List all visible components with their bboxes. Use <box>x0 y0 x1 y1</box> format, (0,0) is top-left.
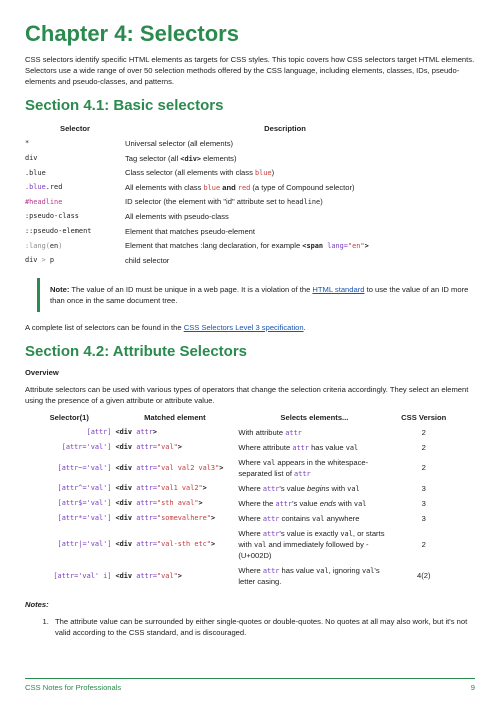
description-cell: Tag selector (all <div> elements) <box>125 153 237 163</box>
description-cell: child selector <box>125 255 170 265</box>
html-standard-link[interactable]: HTML standard <box>312 284 365 294</box>
selector-cell: .blue.red <box>25 183 63 192</box>
matched-element-header: Matched element <box>144 412 206 422</box>
note-label: Note: <box>50 284 70 294</box>
selector-cell: * <box>25 139 30 148</box>
table-row: div Tag selector (all <div> elements) <box>25 151 445 166</box>
selects-elements-header: Selects elements... <box>280 412 349 422</box>
selector-header: Selector <box>60 124 90 134</box>
complete-list-paragraph: A complete list of selectors can be foun… <box>25 322 306 332</box>
overview-heading: Overview <box>25 367 59 377</box>
description-cell: All elements with class blue and red (a … <box>125 182 355 192</box>
table-row: div > p child selector <box>25 253 445 268</box>
chapter-title: Chapter 4: Selectors <box>25 21 239 46</box>
section-4-2-title: Section 4.2: Attribute Selectors <box>25 342 247 360</box>
css-version-header: CSS Version <box>401 412 447 422</box>
description-cell: All elements with pseudo-class <box>125 211 229 221</box>
table-row: [attr^='val'] <div attr="val1 val2"> Whe… <box>57 483 426 493</box>
footer-book-title: CSS Notes for Professionals <box>25 683 122 692</box>
table-row: [attr*='val'] <div attr="somevalhere"> W… <box>57 513 426 523</box>
overview-paragraph: Attribute selectors can be used with var… <box>25 384 469 405</box>
selector-cell: :lang(en) <box>25 241 63 250</box>
table-row: [attr~='val'] <div attr="val val2 val3">… <box>57 457 426 478</box>
selector-cell: div <box>25 154 38 163</box>
attribute-selectors-table: Selector(1) Matched element Selects elem… <box>25 410 455 589</box>
description-cell: Element that matches pseudo-element <box>125 226 256 236</box>
section-4-1-title: Section 4.1: Basic selectors <box>25 97 224 115</box>
note-box: Note: The value of an ID must be unique … <box>37 277 475 312</box>
description-cell: ID selector (the element with "id" attri… <box>125 197 323 207</box>
table-row: [attr$='val'] <div attr="sth aval"> Wher… <box>57 498 426 508</box>
selector-header: Selector(1) <box>49 412 89 422</box>
selector-cell: :pseudo-class <box>25 212 79 221</box>
table-row: .blue Class selector (all elements with … <box>25 165 445 180</box>
selector-cell: div > p <box>25 256 55 265</box>
css-selectors-spec-link[interactable]: CSS Selectors Level 3 specification <box>183 322 304 332</box>
table-row: [attr='val' i] <div attr="val"> Where at… <box>53 565 431 586</box>
notes-list: The attribute value can be surrounded by… <box>51 616 475 638</box>
table-row: :pseudo-class All elements with pseudo-c… <box>25 209 445 224</box>
notes-heading: Notes: <box>25 599 49 609</box>
intro-paragraph: CSS selectors identify specific HTML ele… <box>25 55 475 87</box>
selector-cell: .blue <box>25 168 46 177</box>
table-row: [attr] <div attr> With attribute attr 2 <box>86 427 426 437</box>
table-row: ::pseudo-element Element that matches ps… <box>25 224 445 239</box>
table-row: #headline ID selector (the element with … <box>25 195 445 210</box>
table-row: [attr|='val'] <div attr="val-sth etc"> W… <box>57 528 426 560</box>
basic-selectors-table: Selector Description * Universal selecto… <box>25 121 445 267</box>
table-row: .blue.red All elements with class blue a… <box>25 180 445 195</box>
selector-cell: #headline <box>25 197 63 206</box>
description-cell: Universal selector (all elements) <box>125 138 234 148</box>
page-footer: CSS Notes for Professionals 9 <box>25 678 475 693</box>
description-cell: Class selector (all elements with class … <box>125 168 275 178</box>
page-number: 9 <box>470 683 475 692</box>
list-item: The attribute value can be surrounded by… <box>51 616 475 638</box>
table-row: :lang(en) Element that matches :lang dec… <box>25 238 445 253</box>
selector-cell: ::pseudo-element <box>25 227 92 236</box>
description-header: Description <box>264 124 306 134</box>
table-row: [attr='val'] <div attr="val"> Where attr… <box>61 442 426 452</box>
table-row: * Universal selector (all elements) <box>25 136 445 151</box>
description-cell: Element that matches :lang declaration, … <box>125 241 369 251</box>
